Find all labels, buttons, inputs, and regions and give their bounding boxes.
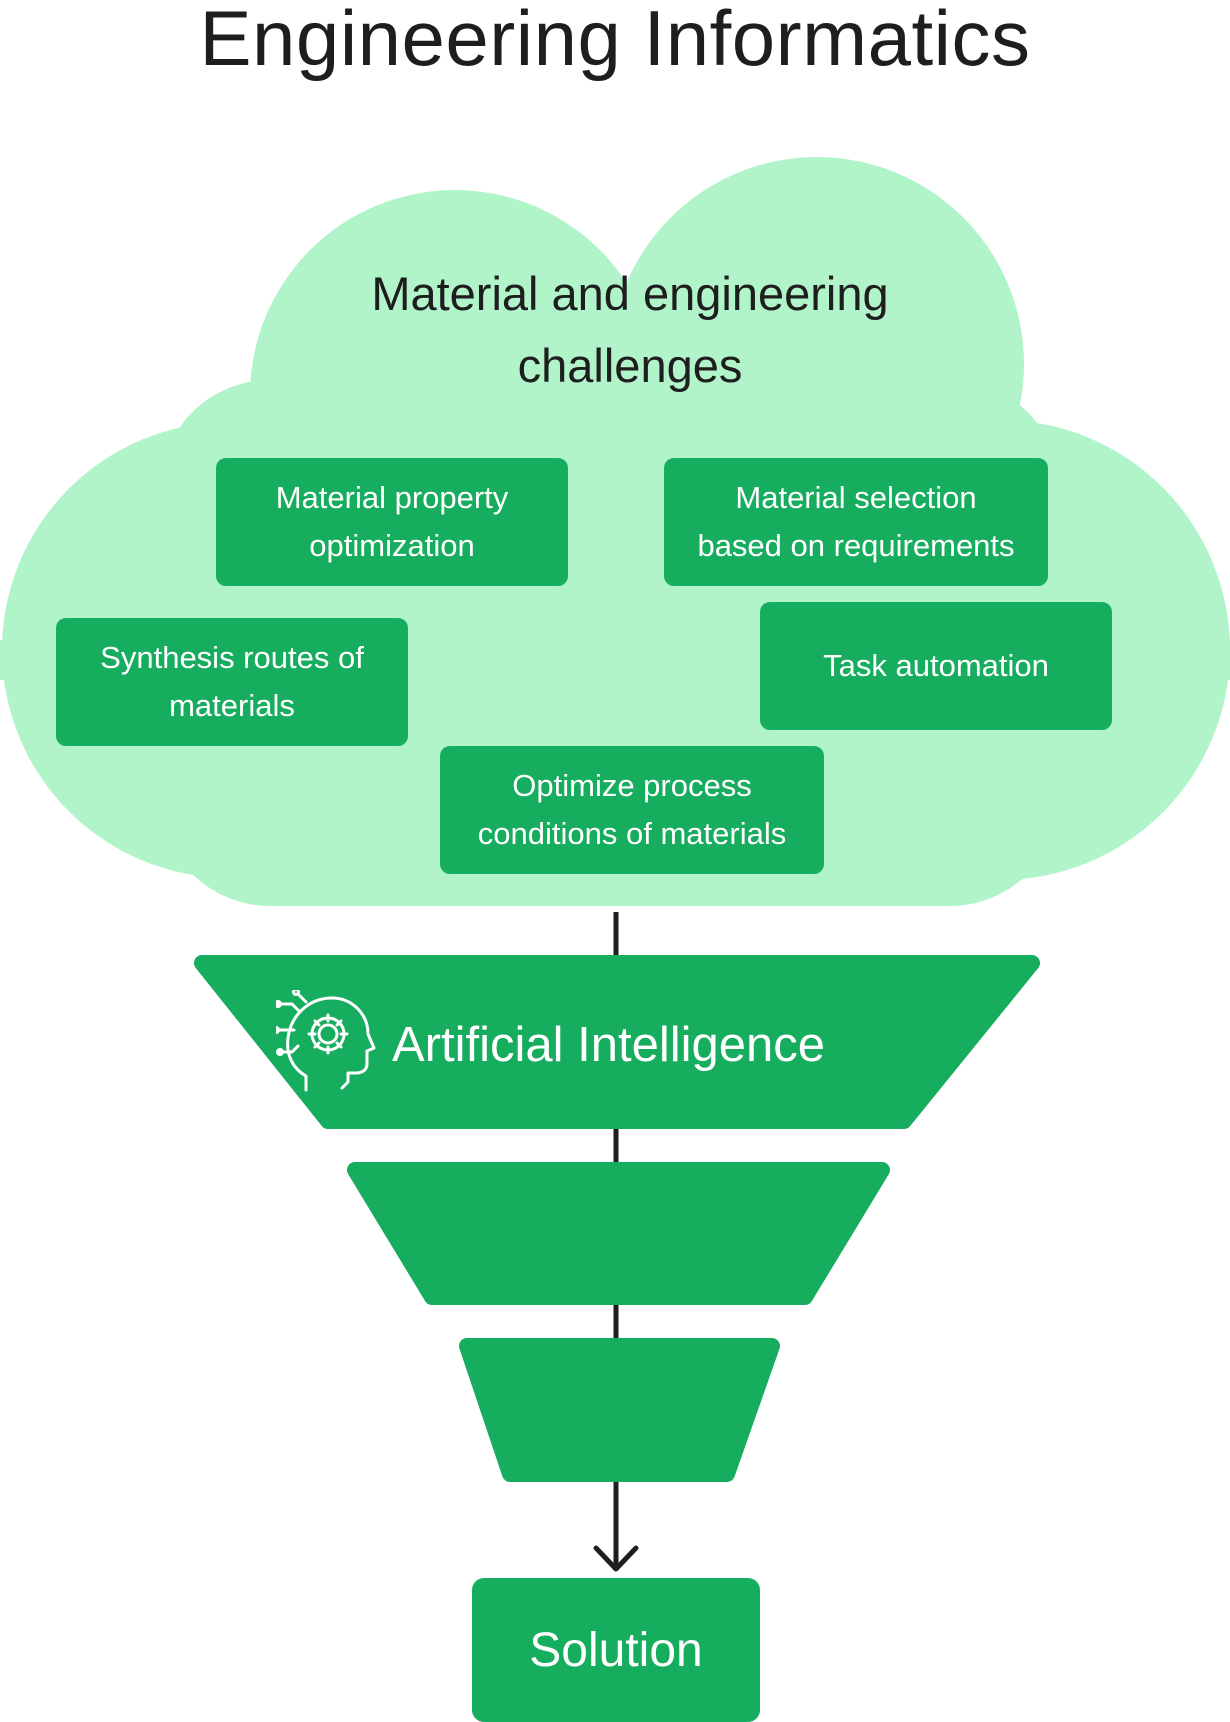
ai-head-gear-icon [276, 990, 376, 1092]
connector-lines [593, 912, 639, 1572]
challenge-line-2: materials [169, 688, 295, 723]
cloud-heading-line-2: challenges [517, 339, 743, 392]
challenge-line-2: optimization [309, 528, 475, 563]
challenge-line-1: Optimize process [512, 768, 752, 803]
solution-label: Solution [529, 1623, 703, 1677]
funnel-stage-1 [194, 955, 1040, 1129]
challenge-line-1: Material selection [735, 480, 977, 515]
challenge-line-1: Synthesis routes of [100, 640, 364, 675]
challenge-line-2: conditions of materials [477, 816, 787, 851]
challenge-box-synthesis-routes: Synthesis routes of materials [56, 618, 408, 746]
challenge-box-property-optimization: Material property optimization [216, 458, 568, 586]
solution-box: Solution [472, 1578, 760, 1722]
funnel [194, 955, 1040, 1482]
cloud-heading: Material and engineering challenges [300, 258, 960, 402]
funnel-stage-2 [347, 1162, 890, 1305]
funnel-stage-1-label: Artificial Intelligence [392, 1018, 826, 1072]
cloud-heading-line-1: Material and engineering [371, 267, 889, 320]
challenge-box-process-conditions: Optimize process conditions of materials [440, 746, 824, 874]
challenge-line-1: Material property [275, 480, 509, 515]
page-title: Engineering Informatics [199, 0, 1031, 82]
challenge-box-material-selection: Material selection based on requirements [664, 458, 1048, 586]
challenge-box-task-automation: Task automation [760, 602, 1112, 730]
challenge-line-1: Task automation [823, 648, 1049, 683]
challenge-line-2: based on requirements [697, 528, 1015, 563]
funnel-stage-3 [459, 1338, 780, 1482]
